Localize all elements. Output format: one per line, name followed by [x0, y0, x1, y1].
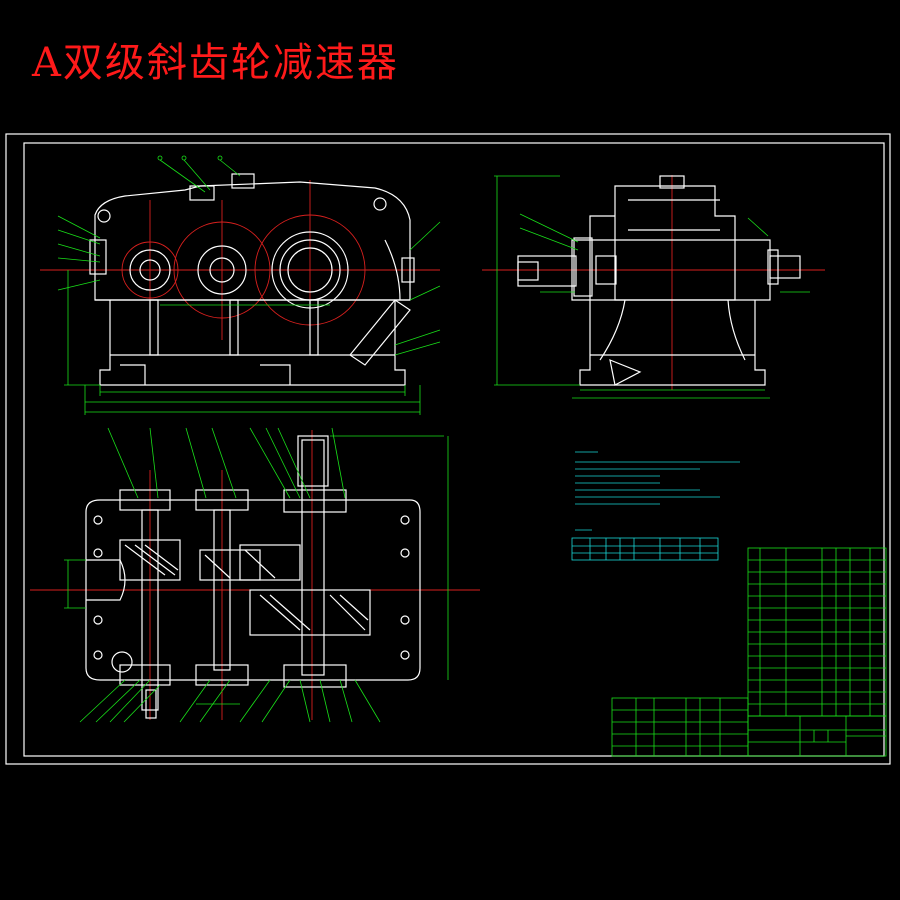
- gear-2: [199, 549, 261, 581]
- plan-view-leaders: [79, 427, 381, 723]
- output-shaft: [301, 439, 325, 676]
- bearing-bore-intermediate: [197, 245, 247, 295]
- sheet-inner-border: [23, 142, 885, 757]
- gear-3: [249, 589, 371, 636]
- housing-plan-outline: [85, 499, 421, 681]
- output-shaft-end: [769, 255, 801, 279]
- front-view[interactable]: [40, 155, 441, 415]
- bearing-bore-input: [129, 249, 171, 291]
- housing-base-outline: [99, 300, 406, 386]
- housing-cover-outline: [94, 181, 411, 301]
- plan-view-dimensions: [64, 435, 449, 705]
- sheet-outer-border: [5, 133, 891, 765]
- side-view-dimensions: [494, 175, 810, 399]
- side-vent-cap: [659, 175, 685, 189]
- front-view-leaders: [57, 155, 441, 356]
- plan-section-view[interactable]: [30, 427, 480, 723]
- title-block: [611, 697, 887, 757]
- drawing-title: A双级斜齿轮减速器: [32, 40, 399, 86]
- oil-dipstick: [349, 299, 411, 366]
- characteristics-table: [571, 529, 719, 561]
- intermediate-shaft: [213, 509, 231, 671]
- input-shaft-end: [517, 255, 577, 287]
- bearing-bore-output: [271, 231, 349, 309]
- bolt-holes: [93, 515, 410, 673]
- side-view[interactable]: [482, 175, 825, 399]
- gear-pitch-circle-1: [173, 221, 271, 319]
- front-view-dimensions: [64, 270, 421, 415]
- inspection-cover: [231, 173, 255, 189]
- gear-1: [119, 539, 181, 581]
- parts-list-table: [747, 547, 887, 717]
- technical-requirements-notes: [575, 451, 740, 505]
- input-shaft: [141, 509, 159, 711]
